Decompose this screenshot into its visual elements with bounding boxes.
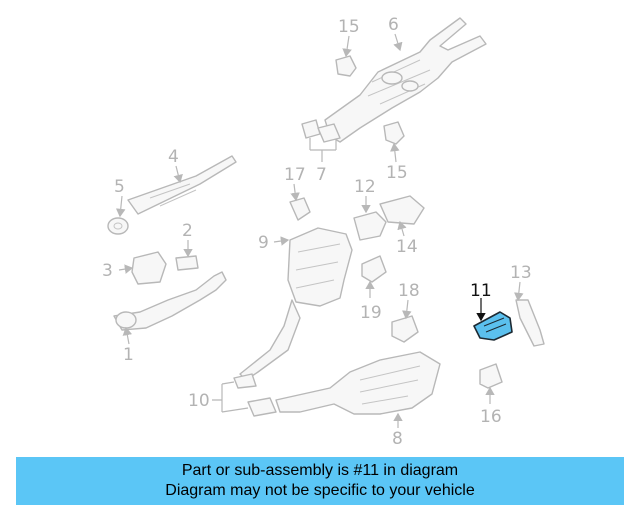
part-2-mount — [175, 255, 199, 271]
part-14-pipe — [379, 195, 425, 225]
part-19-hanger — [361, 255, 387, 283]
part-4-catalytic-pipe — [127, 155, 237, 215]
info-banner: Part or sub-assembly is #11 in diagram D… — [16, 457, 624, 505]
callout-15-top: 15 — [338, 17, 360, 37]
callout-12: 12 — [354, 177, 376, 197]
part-12-heat-shield — [353, 211, 387, 241]
callout-14: 14 — [396, 237, 418, 257]
part-15-hanger-lower — [383, 121, 405, 145]
part-1-front-pipe — [113, 271, 227, 331]
part-5-gasket — [107, 217, 129, 235]
part-8-rear-muffler — [275, 351, 441, 415]
part-18-hanger — [391, 315, 419, 343]
part-16-hanger — [479, 363, 503, 389]
callout-19: 19 — [360, 303, 382, 323]
callout-3: 3 — [102, 261, 113, 281]
banner-line-disclaimer: Diagram may not be specific to your vehi… — [165, 482, 475, 499]
part-3-bracket — [131, 251, 167, 285]
part-15-hanger-upper — [335, 55, 357, 77]
callout-10: 10 — [188, 391, 210, 411]
callout-4: 4 — [168, 147, 179, 167]
callout-11-highlighted: 11 — [470, 281, 492, 301]
part-17-bracket — [289, 197, 311, 221]
part-9-center-muffler — [239, 227, 353, 381]
callout-labels: 15 6 4 5 2 3 1 17 7 9 12 14 15 19 18 13 … — [102, 15, 532, 449]
callout-17: 17 — [284, 165, 306, 185]
callout-5: 5 — [114, 177, 125, 197]
callout-8: 8 — [392, 429, 403, 449]
part-13-bracket — [515, 299, 545, 347]
callout-18: 18 — [398, 281, 420, 301]
banner-line-part-number: Part or sub-assembly is #11 in diagram — [181, 462, 459, 479]
callout-13: 13 — [510, 263, 532, 283]
part-6-muffler-assembly — [324, 17, 487, 143]
callout-16: 16 — [480, 407, 502, 427]
callout-6: 6 — [388, 15, 399, 35]
part-7-clamps — [301, 119, 341, 143]
callout-15-mid: 15 — [386, 163, 408, 183]
callout-1: 1 — [123, 345, 134, 365]
callout-2: 2 — [182, 221, 193, 241]
leader-lines — [115, 33, 524, 428]
callout-9: 9 — [258, 233, 269, 253]
callout-7: 7 — [316, 165, 327, 185]
part-10-clamps — [233, 373, 277, 417]
part-11-highlighted-bracket — [473, 311, 513, 341]
